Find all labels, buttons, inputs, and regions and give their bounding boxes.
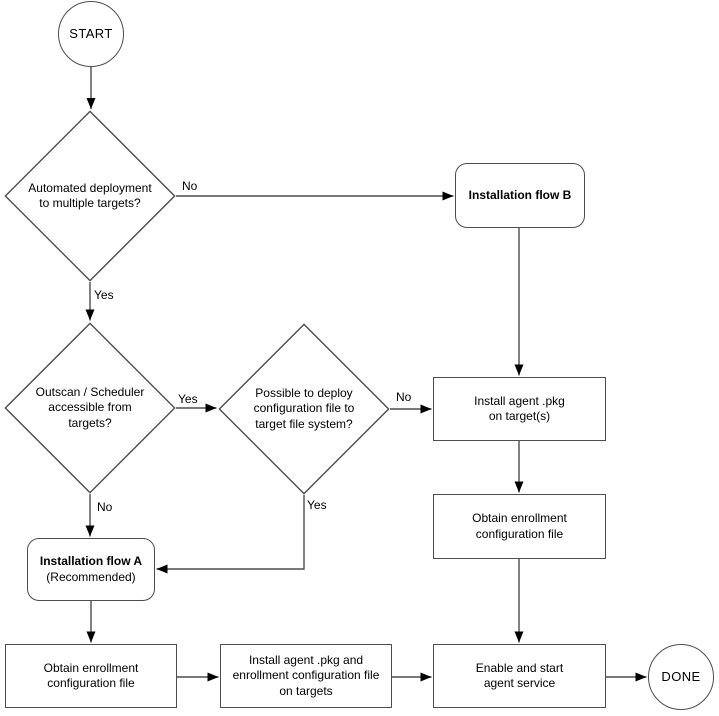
start-label: START bbox=[69, 25, 113, 41]
edge-label-possible-yes: Yes bbox=[307, 498, 327, 512]
diamond-shape bbox=[4, 322, 176, 494]
edge-label-possible-no: No bbox=[396, 390, 412, 404]
installation-flow-a-subtitle: (Recommended) bbox=[46, 569, 136, 584]
done-node: DONE bbox=[648, 644, 714, 710]
install-pkg-and-enrollment-label: Install agent .pkg and enrollment config… bbox=[232, 652, 380, 698]
install-pkg-and-enrollment-node: Install agent .pkg and enrollment config… bbox=[220, 644, 392, 708]
installation-flow-b-label: Installation flow B bbox=[468, 187, 572, 202]
install-agent-pkg-targets-node: Install agent .pkg on target(s) bbox=[433, 377, 606, 441]
decision-outscan-scheduler: Outscan / Scheduler accessible from targ… bbox=[4, 322, 176, 494]
decision-automated-deployment: Automated deployment to multiple targets… bbox=[4, 110, 176, 282]
decision-possible-deploy-config-label: Possible to deploy configuration file to… bbox=[253, 385, 355, 431]
obtain-enrollment-config-right-label: Obtain enrollment configuration file bbox=[472, 511, 567, 541]
obtain-enrollment-config-left-label: Obtain enrollment configuration file bbox=[43, 660, 139, 690]
diamond-shape bbox=[4, 110, 176, 282]
edge-label-outscan-yes: Yes bbox=[178, 392, 198, 406]
obtain-enrollment-config-left-node: Obtain enrollment configuration file bbox=[5, 644, 177, 708]
enable-start-agent-service-label: Enable and start agent service bbox=[475, 660, 564, 690]
enable-start-agent-service-node: Enable and start agent service bbox=[433, 644, 606, 708]
install-agent-pkg-targets-label: Install agent .pkg on target(s) bbox=[474, 393, 565, 423]
installation-flow-a-title: Installation flow A bbox=[39, 554, 143, 569]
obtain-enrollment-config-right-node: Obtain enrollment configuration file bbox=[433, 494, 606, 559]
decision-outscan-scheduler-label: Outscan / Scheduler accessible from targ… bbox=[35, 384, 145, 430]
edge-possible-yes-to-flow-a bbox=[156, 495, 305, 574]
installation-flow-a-content: Installation flow A (Recommended) bbox=[36, 554, 146, 585]
decision-possible-deploy-config: Possible to deploy configuration file to… bbox=[218, 323, 390, 495]
start-node: START bbox=[58, 1, 124, 67]
done-label: DONE bbox=[661, 668, 701, 684]
installation-flow-b-node: Installation flow B bbox=[455, 163, 585, 228]
diamond-shape bbox=[218, 323, 390, 495]
edge-label-automated-no: No bbox=[182, 179, 198, 193]
edge-label-outscan-no: No bbox=[97, 500, 113, 514]
edge-label-automated-yes: Yes bbox=[94, 288, 114, 302]
installation-flow-a-node: Installation flow A (Recommended) bbox=[27, 538, 155, 601]
decision-automated-deployment-label: Automated deployment to multiple targets… bbox=[28, 180, 152, 210]
